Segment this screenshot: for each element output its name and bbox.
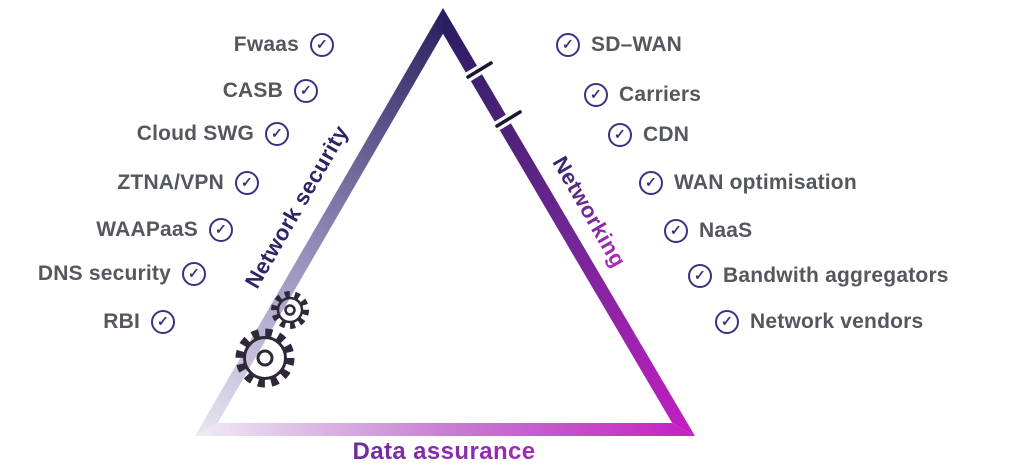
list-item: Cloud SWG ✓ — [137, 121, 289, 147]
triangle-left-edge — [195, 8, 443, 436]
service-label: CASB — [222, 79, 283, 102]
check-icon: ✓ — [556, 33, 580, 57]
list-item: ZTNA/VPN ✓ — [117, 170, 259, 196]
service-label: ZTNA/VPN — [117, 171, 224, 194]
check-icon: ✓ — [639, 171, 663, 195]
list-item: ✓ Carriers — [584, 82, 701, 108]
gears-icon — [235, 291, 309, 388]
service-label: Fwaas — [233, 33, 299, 56]
edge-notch-2 — [494, 107, 523, 131]
check-icon: ✓ — [265, 122, 289, 146]
check-icon: ✓ — [294, 79, 318, 103]
check-icon: ✓ — [235, 171, 259, 195]
list-item: WAAPaaS ✓ — [96, 217, 233, 243]
service-label: NaaS — [699, 219, 753, 242]
service-label: CDN — [643, 123, 690, 146]
list-item: ✓ NaaS — [664, 218, 752, 244]
list-item: Fwaas ✓ — [234, 32, 334, 58]
check-icon: ✓ — [688, 264, 712, 288]
check-icon: ✓ — [209, 218, 233, 242]
data-assurance-edge-label: Data assurance — [352, 438, 536, 465]
list-item: ✓ CDN — [608, 122, 689, 148]
list-item: ✓ WAN optimisation — [639, 170, 857, 196]
check-icon: ✓ — [151, 310, 175, 334]
check-icon: ✓ — [715, 310, 739, 334]
check-icon: ✓ — [584, 83, 608, 107]
service-label: DNS security — [37, 262, 171, 285]
list-item: ✓ Network vendors — [715, 309, 923, 335]
list-item: ✓ Bandwith aggregators — [688, 263, 949, 289]
service-label: Cloud SWG — [136, 122, 254, 145]
service-label: SD–WAN — [591, 33, 683, 56]
list-item: RBI ✓ — [103, 309, 175, 335]
check-icon: ✓ — [664, 219, 688, 243]
triangle-bottom-edge — [195, 423, 695, 436]
service-label: WAAPaaS — [96, 218, 198, 241]
list-item: ✓ SD–WAN — [556, 32, 682, 58]
small-gear-icon — [271, 291, 309, 329]
list-item: CASB ✓ — [223, 78, 318, 104]
service-label: Bandwith aggregators — [723, 264, 949, 287]
check-icon: ✓ — [608, 123, 632, 147]
edge-notch-1 — [465, 58, 494, 82]
check-icon: ✓ — [310, 33, 334, 57]
list-item: DNS security ✓ — [38, 261, 206, 287]
check-icon: ✓ — [182, 262, 206, 286]
service-label: Network vendors — [750, 310, 924, 333]
large-gear-icon — [235, 328, 295, 388]
service-label: Carriers — [619, 83, 702, 106]
service-label: WAN optimisation — [674, 171, 857, 194]
service-label: RBI — [103, 310, 140, 333]
